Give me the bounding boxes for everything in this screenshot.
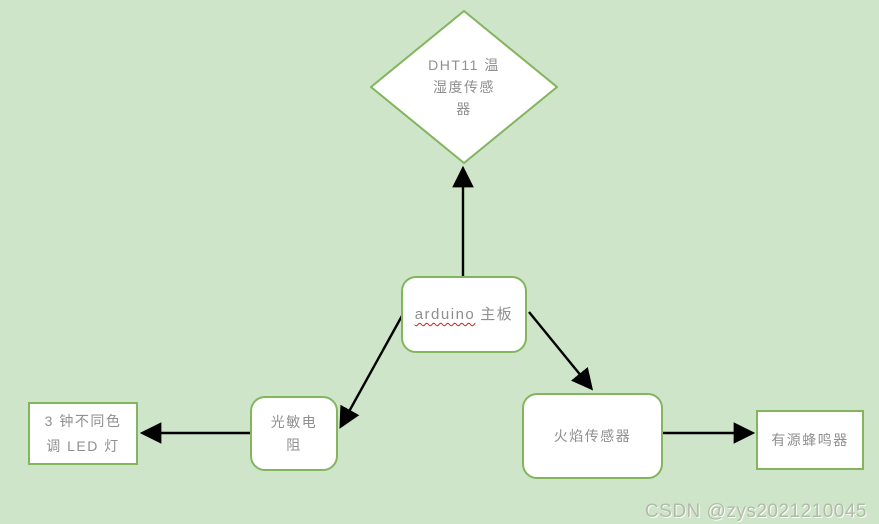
node-arduino-label-en: arduino (414, 306, 476, 323)
node-led-label-line2: 调 LED 灯 (46, 437, 120, 454)
node-dht11-label: DHT11 温 湿度传感 器 (370, 10, 558, 164)
node-dht11-label-line1: DHT11 温 (428, 57, 500, 73)
node-dht11-label-line3: 器 (456, 101, 472, 117)
diamond-shape (370, 10, 558, 164)
node-led-lights: 3 钟不同色 调 LED 灯 (28, 402, 138, 465)
node-dht11-label-line2: 湿度传感 (432, 79, 495, 95)
node-photoresistor-label-line1: 光敏电 (270, 413, 318, 430)
node-photoresistor: 光敏电 阻 (250, 396, 338, 471)
node-active-buzzer: 有源蜂鸣器 (756, 410, 864, 470)
connector-arduino-to-photoresistor (339, 313, 405, 429)
node-photoresistor-label: 光敏电 阻 (252, 411, 336, 457)
connector-arduino-to-flame (528, 311, 594, 391)
node-flame-sensor: 火焰传感器 (522, 393, 663, 479)
node-led-label: 3 钟不同色 调 LED 灯 (30, 409, 136, 459)
node-dht11-sensor: DHT11 温 湿度传感 器 (370, 10, 558, 164)
node-buzzer-label: 有源蜂鸣器 (771, 431, 849, 448)
node-led-label-line1: 3 钟不同色 (44, 412, 122, 429)
csdn-watermark: CSDN @zys2021210045 (644, 501, 867, 522)
node-flame-label: 火焰传感器 (553, 427, 632, 444)
node-arduino-label-zh: 主板 (480, 306, 514, 323)
node-photoresistor-label-line2: 阻 (286, 436, 302, 453)
